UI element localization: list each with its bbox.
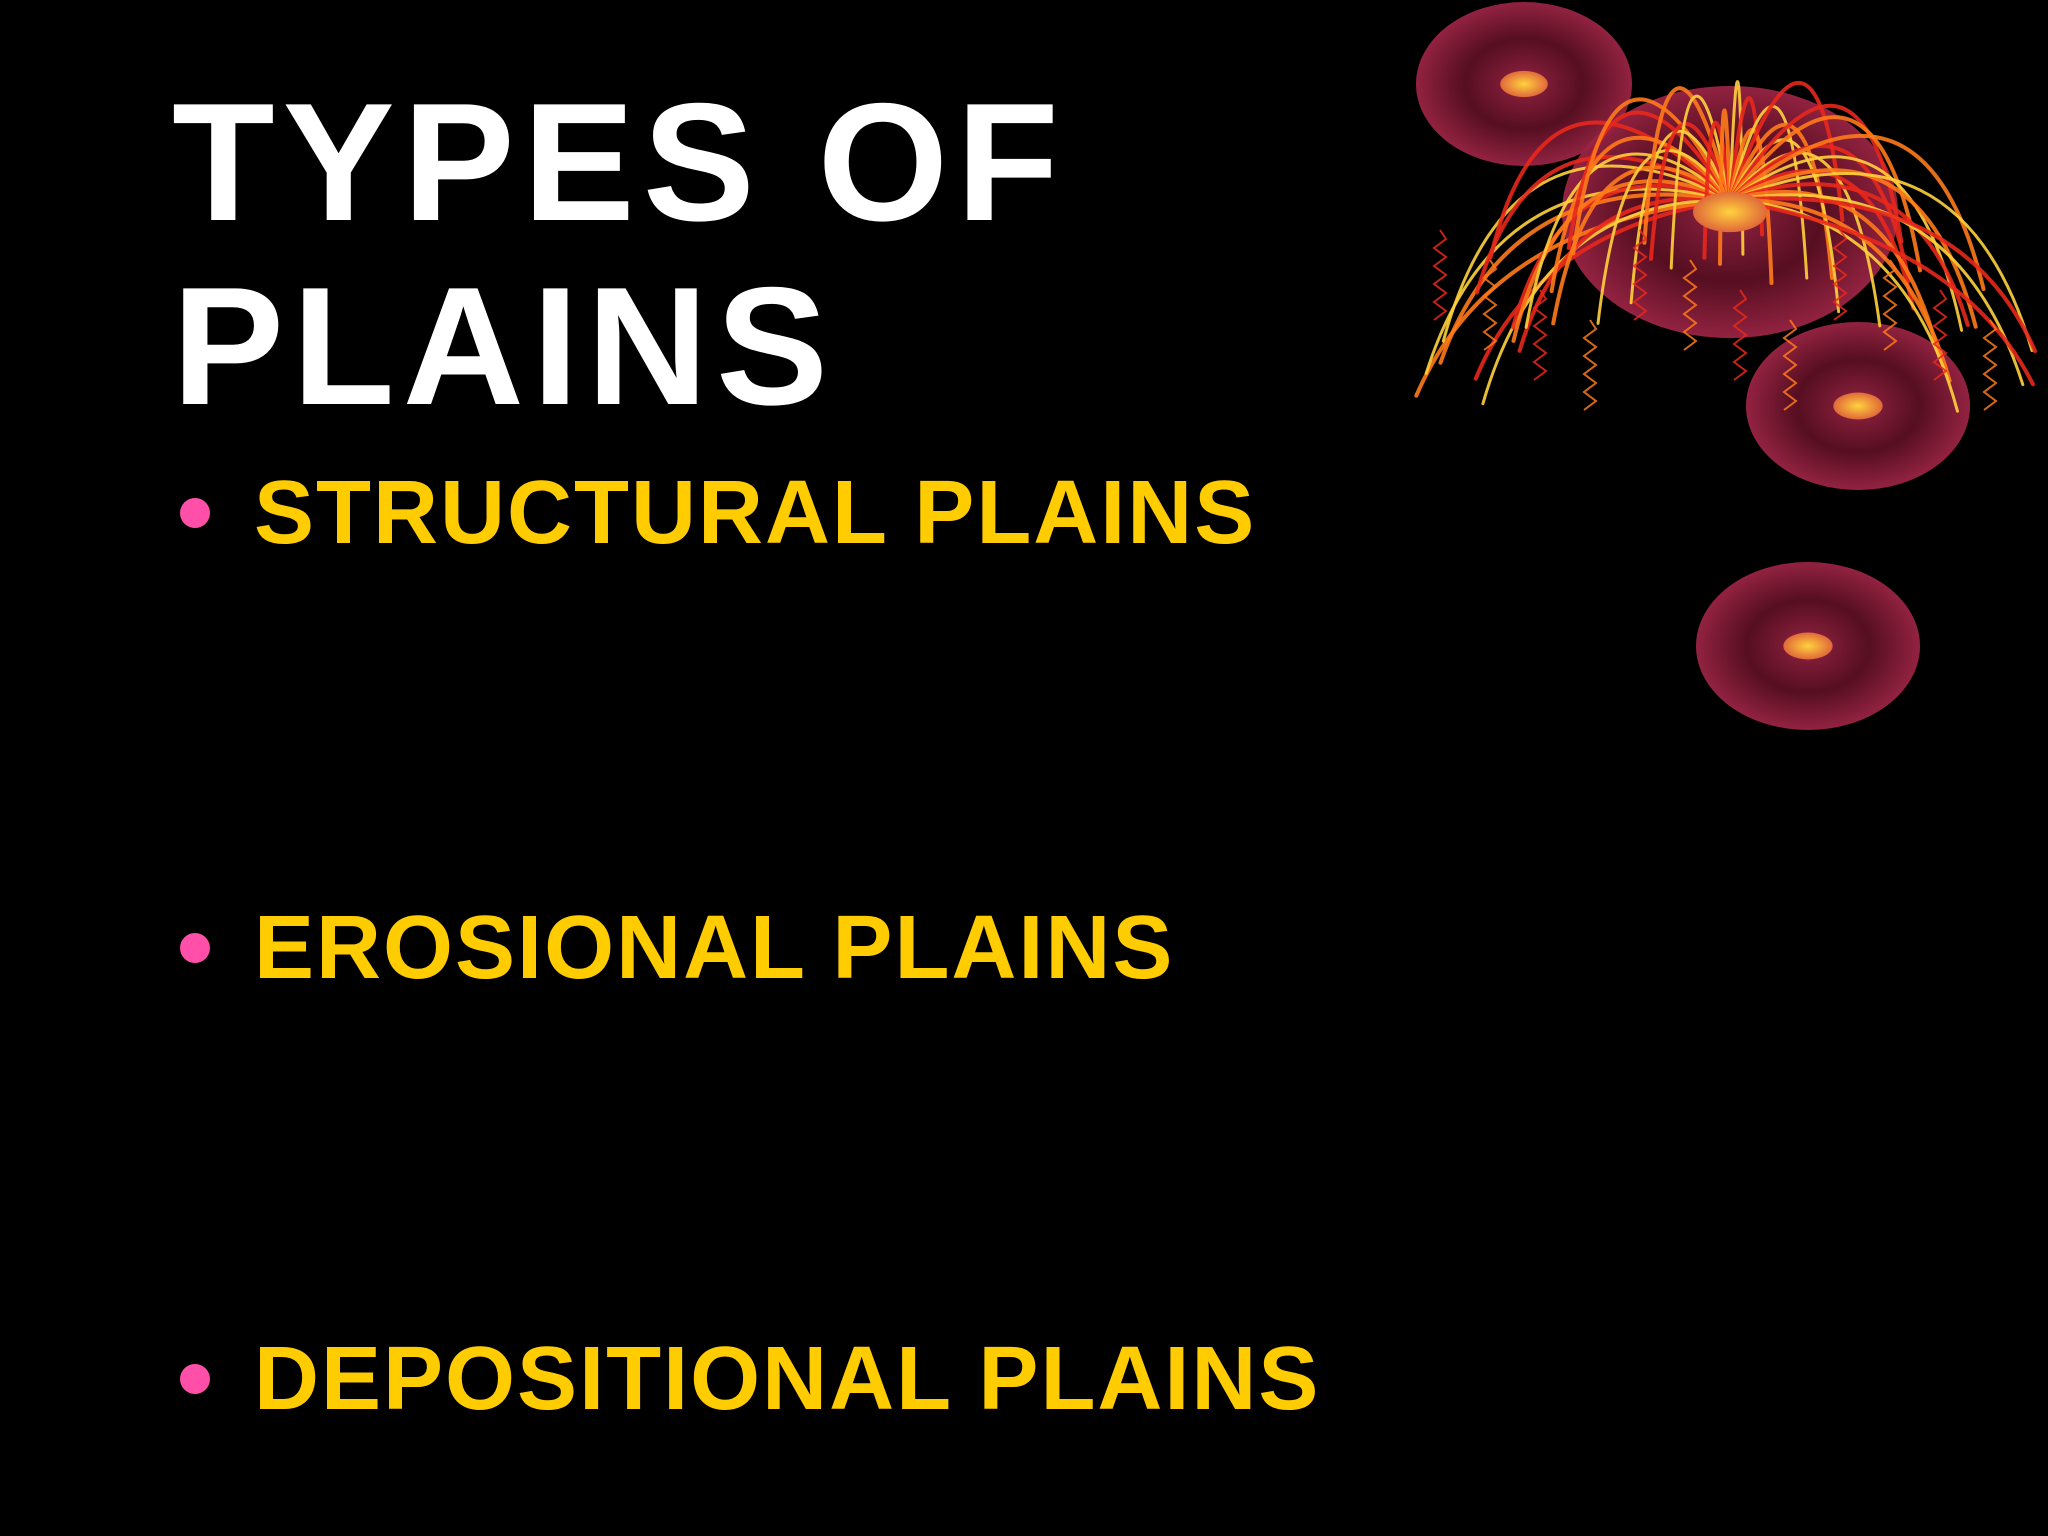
firework-streamer bbox=[1782, 319, 1798, 411]
firework-ray bbox=[1642, 86, 1732, 245]
firework-streamer bbox=[1582, 319, 1598, 411]
firework-ray bbox=[1728, 190, 1942, 360]
bullet-item-structural: STRUCTURAL PLAINS bbox=[172, 458, 1256, 568]
firework-ray bbox=[1441, 164, 1732, 343]
firework-ray bbox=[1517, 196, 1732, 353]
orb-core bbox=[1693, 191, 1767, 233]
firework-ray bbox=[1669, 94, 1732, 270]
firework-ray bbox=[1728, 151, 1882, 328]
bullet-dot-icon bbox=[180, 498, 210, 528]
firework-streamer bbox=[1482, 259, 1498, 351]
bullet-label: EROSIONAL PLAINS bbox=[254, 898, 1175, 998]
firework-ray bbox=[1728, 193, 2025, 387]
orbs-layer bbox=[1416, 2, 1970, 730]
firework-ray bbox=[1649, 122, 1732, 261]
firework-ray bbox=[1551, 165, 1732, 326]
firework-streamer bbox=[1832, 229, 1848, 321]
firework-ray bbox=[1728, 115, 1922, 273]
title-line-1: TYPES OF bbox=[172, 68, 1067, 256]
orb-core bbox=[1500, 70, 1548, 98]
orb-cores bbox=[1500, 70, 1883, 660]
firework-ray bbox=[1728, 138, 1841, 314]
firework-streamer bbox=[1732, 289, 1748, 381]
firework-rays bbox=[1414, 80, 2037, 413]
bullet-dot-icon bbox=[180, 1364, 210, 1394]
firework-streamer bbox=[1682, 259, 1698, 351]
firework-ray bbox=[1424, 187, 1732, 375]
orb-core bbox=[1833, 392, 1883, 420]
firework-ray bbox=[1728, 196, 2037, 354]
firework-ray bbox=[1566, 110, 1732, 250]
firework-ray bbox=[1728, 133, 1986, 291]
firework-streamer bbox=[1632, 229, 1648, 321]
orb-core bbox=[1783, 632, 1833, 660]
bullet-item-depositional: DEPOSITIONAL PLAINS bbox=[172, 1324, 1320, 1434]
bullet-label: STRUCTURAL PLAINS bbox=[254, 463, 1257, 563]
firework-ray bbox=[1728, 198, 1959, 413]
firework-ray bbox=[1728, 172, 2034, 353]
slide-title: TYPES OF PLAINS bbox=[172, 70, 1372, 438]
title-line-2: PLAINS bbox=[172, 252, 837, 440]
firework-orbs-icon bbox=[1414, 2, 2037, 730]
firework-ray bbox=[1488, 120, 1732, 260]
firework-ray bbox=[1596, 149, 1732, 325]
firework-ray bbox=[1524, 152, 1732, 329]
firework-streamer bbox=[1432, 229, 1448, 321]
bullet-dot-icon bbox=[180, 933, 210, 963]
firework-ray bbox=[1728, 198, 2035, 387]
firework-ray bbox=[1629, 129, 1732, 305]
firework-ray bbox=[1728, 81, 1845, 223]
firework-ray bbox=[1571, 97, 1732, 256]
bullet-label: DEPOSITIONAL PLAINS bbox=[254, 1329, 1321, 1429]
firework-streamer bbox=[1932, 289, 1948, 381]
bullet-item-erosional: EROSIONAL PLAINS bbox=[172, 893, 1174, 1003]
firework-ray bbox=[1728, 168, 1978, 329]
firework-ray bbox=[1549, 135, 1732, 293]
firework-ray bbox=[1414, 198, 1732, 398]
firework-streamer bbox=[1882, 259, 1898, 351]
firework-streamer bbox=[1982, 319, 1998, 411]
firework-ray bbox=[1511, 183, 1732, 330]
firework-streamer bbox=[1532, 289, 1548, 381]
firework-ray bbox=[1728, 197, 1952, 383]
firework-ray bbox=[1438, 192, 1732, 365]
firework-ray bbox=[1511, 179, 1732, 343]
firework-ray bbox=[1728, 182, 1970, 327]
firework-ray bbox=[1728, 144, 1911, 283]
